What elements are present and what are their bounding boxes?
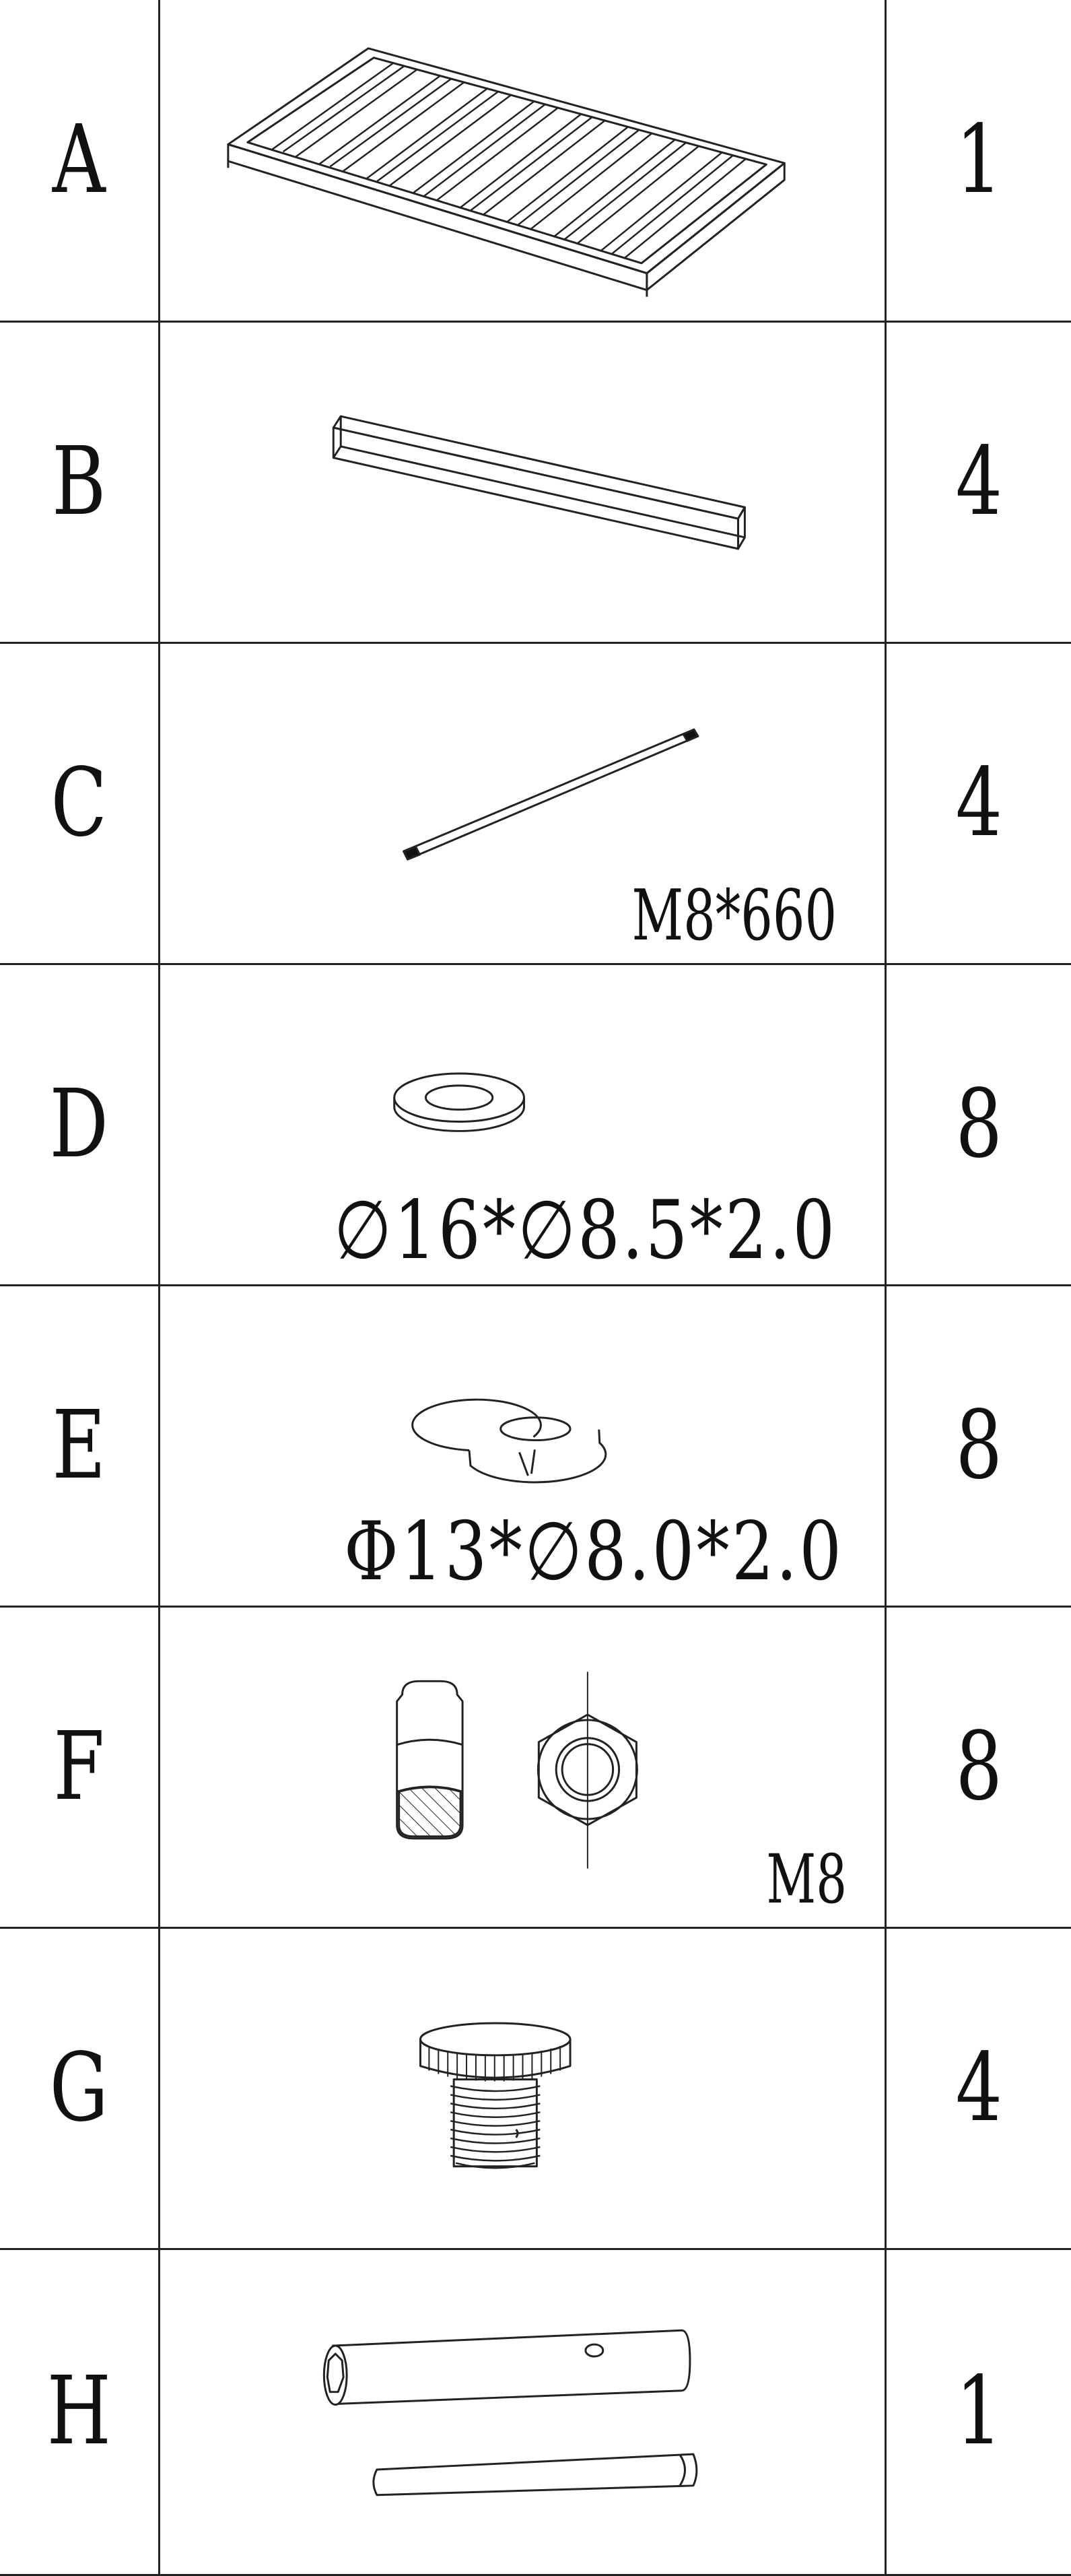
part-spec-label: ∅16*∅8.5*2.0 [334,1183,837,1278]
spring-washer-icon [411,1398,607,1483]
shelf-panel-icon [226,47,786,297]
part-quantity: 4 [955,426,1002,537]
part-quantity: 1 [955,2356,1002,2466]
part-image-cell [158,0,887,323]
part-row-b: B 4 [0,320,1071,644]
flat-washer-icon [392,1071,525,1132]
part-letter-cell: C [0,641,160,965]
quantity-cell: 1 [884,0,1071,323]
part-letter: F [53,1711,105,1822]
part-spec-label: Φ13*∅8.0*2.0 [344,1505,844,1599]
quantity-cell: 1 [884,2247,1071,2576]
leveling-foot-icon [419,2022,572,2169]
part-row-e: E Φ13*∅8.0*2.0 8 [0,1284,1071,1608]
part-spec-label: M8 [766,1839,848,1919]
part-letter-cell: D [0,962,160,1286]
quantity-cell: 8 [884,962,1071,1286]
hex-nut-icon [395,1671,638,1869]
part-letter: A [52,104,106,215]
part-letter-cell: F [0,1605,160,1929]
box-wrench-icon [322,2329,697,2496]
part-row-d: D ∅16*∅8.5*2.0 8 [0,962,1071,1286]
part-image-cell: ∅16*∅8.5*2.0 [158,962,887,1286]
quantity-cell: 4 [884,1926,1071,2250]
part-letter: E [52,1390,106,1500]
part-letter: H [46,2356,111,2466]
quantity-cell: 4 [884,320,1071,644]
part-quantity: 4 [955,748,1002,858]
part-image-cell: Φ13*∅8.0*2.0 [158,1284,887,1608]
part-letter-cell: B [0,320,160,644]
part-image-cell [158,320,887,644]
part-letter-cell: A [0,0,160,323]
part-quantity: 4 [955,2033,1002,2143]
part-row-c: C M8*660 4 [0,641,1071,965]
part-row-g: G [0,1926,1071,2250]
part-quantity: 8 [955,1711,1002,1822]
part-spec-label: M8*660 [631,873,837,956]
part-letter: D [49,1069,109,1179]
part-quantity: 1 [955,104,1002,215]
quantity-cell: 8 [884,1605,1071,1929]
quantity-cell: 8 [884,1284,1071,1608]
part-letter-cell: H [0,2247,160,2576]
support-rail-icon [332,415,746,550]
quantity-cell: 4 [884,641,1071,965]
part-image-cell: M8 [158,1605,887,1929]
threaded-rod-icon [402,728,699,860]
part-image-cell: M8*660 [158,641,887,965]
part-image-cell [158,2247,887,2576]
part-row-h: H 1 [0,2247,1071,2576]
part-row-a: A [0,0,1071,323]
part-row-f: F [0,1605,1071,1929]
part-quantity: 8 [955,1069,1002,1179]
part-image-cell [158,1926,887,2250]
part-letter-cell: G [0,1926,160,2250]
part-letter-cell: E [0,1284,160,1608]
part-quantity: 8 [955,1390,1002,1500]
part-letter: G [49,2033,108,2143]
part-letter: C [50,748,108,858]
part-letter: B [52,426,106,537]
